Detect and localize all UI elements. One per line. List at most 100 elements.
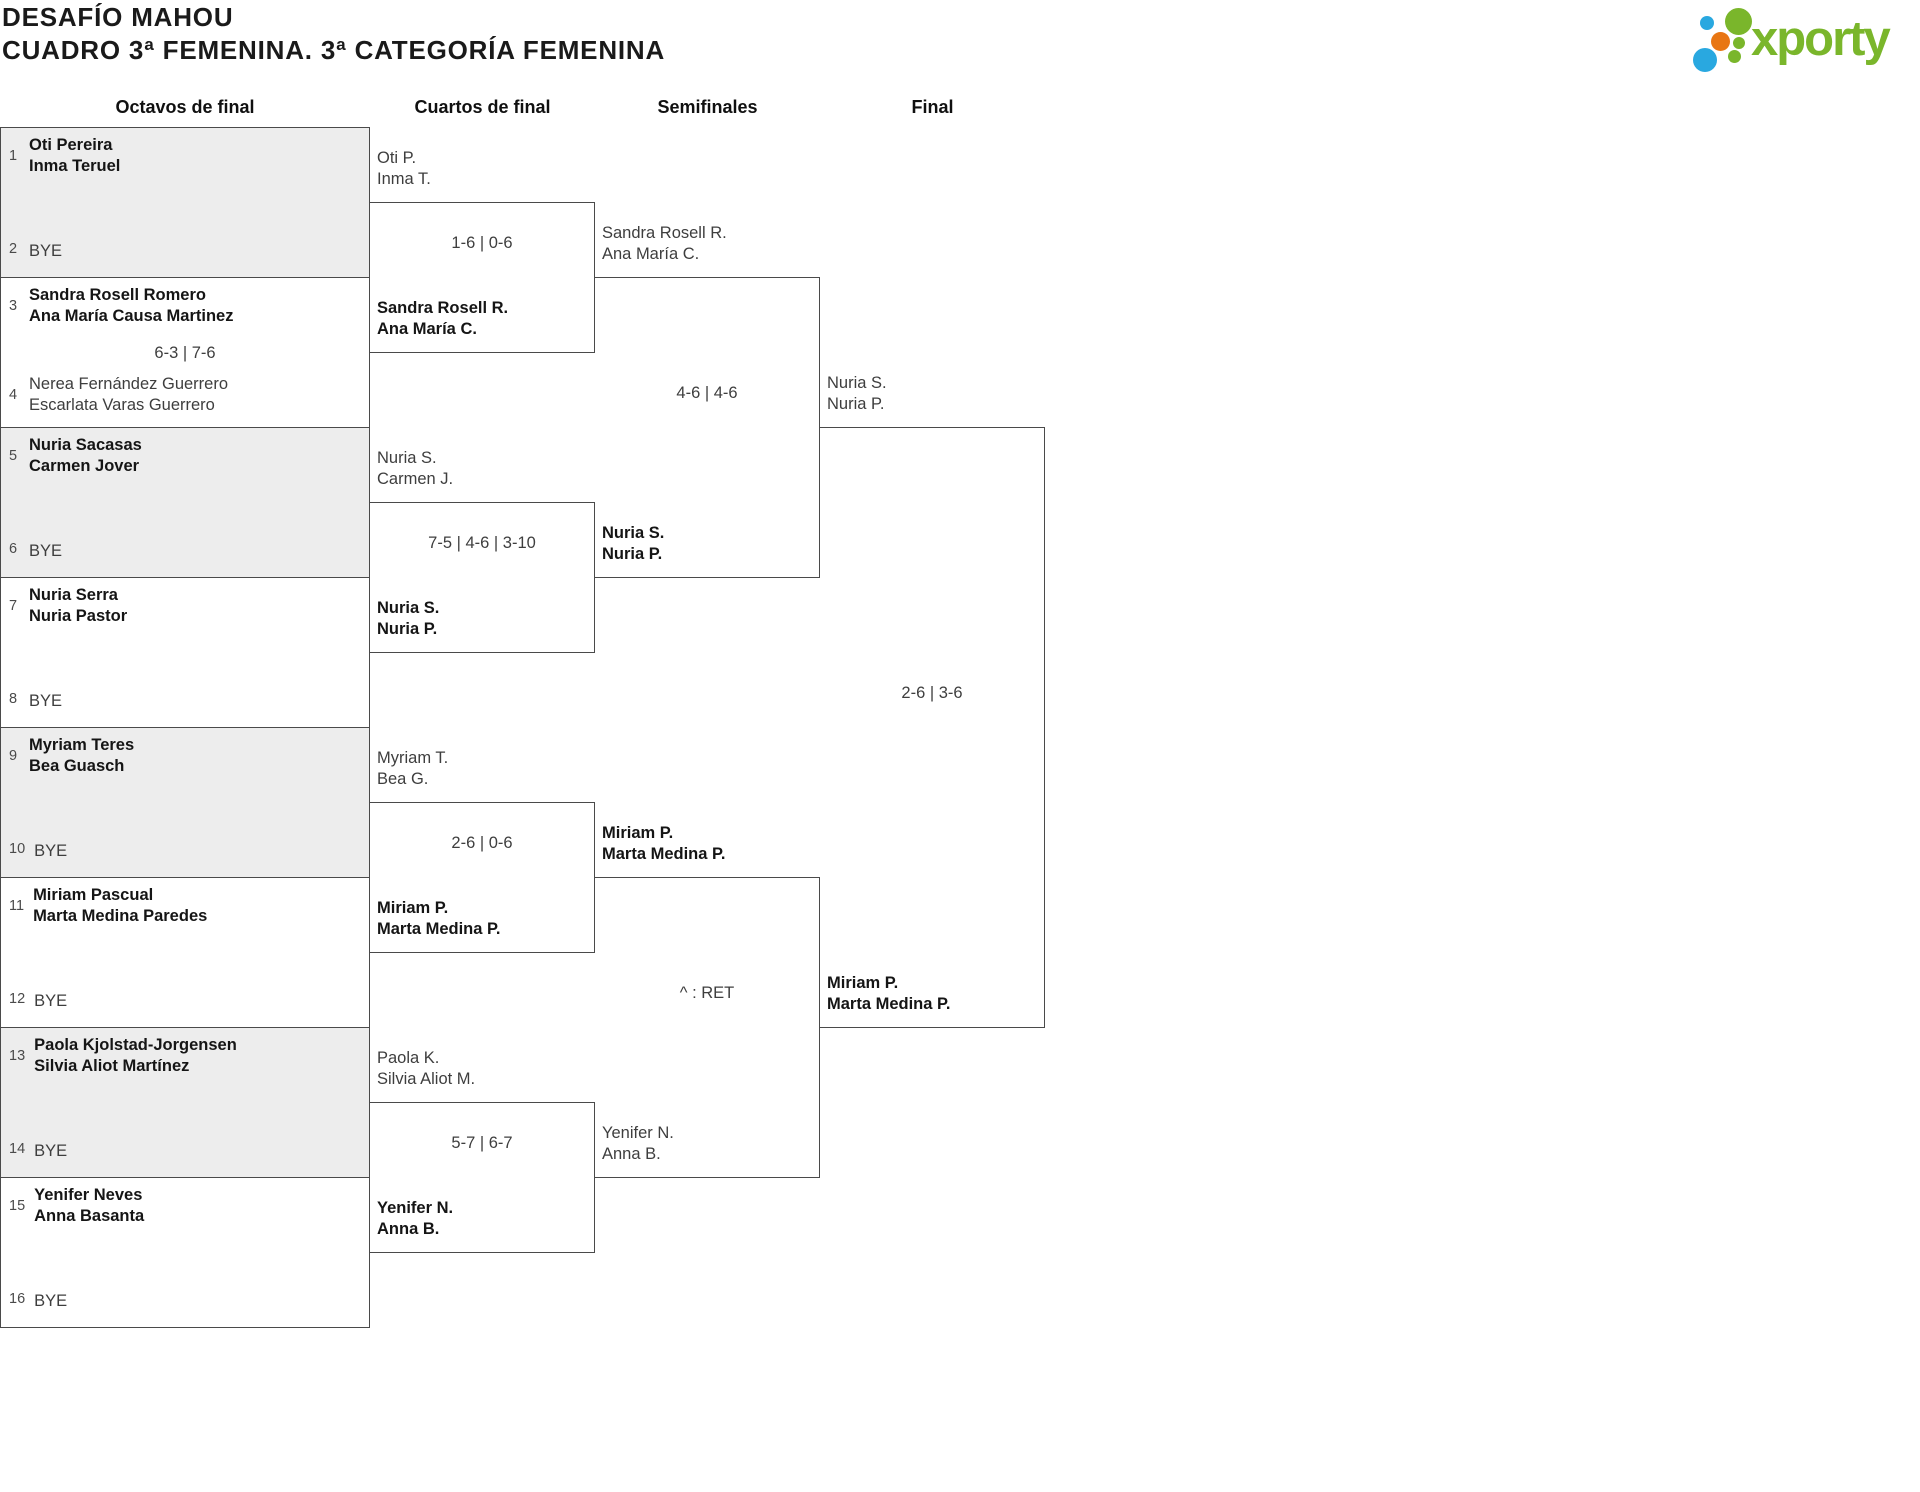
bye-label: BYE bbox=[29, 691, 62, 712]
team-name-line: Oti P. bbox=[377, 149, 417, 167]
team-names: Myriam T.Bea G. bbox=[377, 748, 448, 790]
team-name-line: BYE bbox=[34, 992, 68, 1010]
team-name-line: Marta Medina P. bbox=[602, 845, 726, 863]
team-name-line: Escarlata Varas Guerrero bbox=[29, 396, 215, 414]
team-names: Nuria S.Nuria P. bbox=[377, 598, 439, 640]
seed-number: 4 bbox=[9, 387, 18, 403]
bye-label: BYE bbox=[29, 241, 62, 262]
team-name-line: BYE bbox=[29, 692, 63, 710]
seed-number: 3 bbox=[9, 298, 18, 314]
logo-dot-orange bbox=[1711, 32, 1730, 51]
semifinal-match-2-score: ^ : RET bbox=[679, 983, 735, 1002]
team-name-line: Sandra Rosell R. bbox=[377, 299, 509, 317]
bye-label: BYE bbox=[34, 841, 67, 862]
round-header-1: Octavos de final bbox=[115, 97, 255, 117]
team-names: Miriam P.Marta Medina P. bbox=[377, 898, 500, 940]
team-name-line: BYE bbox=[29, 242, 63, 260]
semifinal-match-1-score: 4-6 | 4-6 bbox=[676, 383, 738, 402]
cuartos-match-3-score: 2-6 | 0-6 bbox=[451, 833, 513, 852]
round-header-4: Final bbox=[911, 97, 954, 117]
bye-label: BYE bbox=[29, 541, 62, 562]
seed-number: 16 bbox=[9, 1291, 26, 1307]
team-name-line: Myriam T. bbox=[377, 749, 449, 767]
team-name-line: BYE bbox=[29, 542, 63, 560]
logo-dot-green-large bbox=[1725, 8, 1752, 35]
team-name-line: BYE bbox=[34, 1292, 68, 1310]
team-name-line: Sandra Rosell R. bbox=[602, 224, 727, 242]
team-name-line: Nuria Pastor bbox=[29, 607, 128, 625]
page-title: DESAFÍO MAHOU CUADRO 3ª FEMENINA. 3ª CAT… bbox=[2, 1, 665, 67]
match-score: 6-3 | 7-6 bbox=[154, 343, 216, 362]
seed-number: 8 bbox=[9, 691, 18, 707]
round-header-2: Cuartos de final bbox=[414, 97, 551, 117]
team-names: Miriam P. Marta Medina P. bbox=[602, 823, 725, 865]
team-name-line: Yenifer N. bbox=[602, 1124, 674, 1142]
team-name-line: Nuria S. bbox=[827, 374, 887, 392]
team-names: Nuria S. Nuria P. bbox=[827, 373, 887, 415]
team-name-line: Ana María C. bbox=[602, 245, 700, 263]
team-name-line: Sandra Rosell Romero bbox=[29, 286, 206, 304]
cuartos-match-2-score: 7-5 | 4-6 | 3-10 bbox=[428, 533, 536, 552]
team-name-line: Nuria S. bbox=[377, 599, 440, 617]
team-name-line: Anna B. bbox=[602, 1145, 661, 1163]
team-names: Yenifer N. Anna B. bbox=[602, 1123, 674, 1165]
team-name-line: Nuria S. bbox=[377, 449, 437, 467]
team-name-line: Oti Pereira bbox=[29, 136, 113, 154]
team-name-line: Yenifer Neves bbox=[34, 1186, 143, 1204]
final-match-top-team: Nuria S. Nuria P. bbox=[827, 373, 887, 415]
final-match-score: 2-6 | 3-6 bbox=[901, 683, 963, 702]
team-slot-16: 16 BYE bbox=[9, 1291, 363, 1312]
semifinal-match-1-top-team: Sandra Rosell R. Ana María C. bbox=[602, 223, 727, 265]
team-name-line: Marta Medina P. bbox=[377, 920, 501, 938]
logo-dot-blue-large bbox=[1693, 48, 1717, 72]
team-name-line: Paola Kjolstad-Jorgensen bbox=[34, 1036, 237, 1054]
team-name-line: Paola K. bbox=[377, 1049, 440, 1067]
cuartos-match-1-top-team: Oti P. Inma T. bbox=[377, 148, 431, 190]
round-header-3: Semifinales bbox=[657, 97, 758, 117]
seed-number: 2 bbox=[9, 241, 18, 257]
team-name-line: BYE bbox=[34, 842, 68, 860]
team-name-line: Nuria P. bbox=[827, 395, 885, 413]
xporty-logo[interactable]: xporty bbox=[1688, 0, 1920, 78]
team-name-line: Miriam P. bbox=[602, 824, 674, 842]
seed-number: 9 bbox=[9, 748, 18, 764]
team-name-line: BYE bbox=[34, 1142, 68, 1160]
semifinal-match-2-bottom-team: Yenifer N. Anna B. bbox=[602, 1123, 674, 1165]
team-name-line: Ana María C. bbox=[377, 320, 477, 338]
semifinal-match-1-bottom-team: Nuria S.Nuria P. bbox=[602, 523, 664, 565]
cuartos-match-1-score: 1-6 | 0-6 bbox=[451, 233, 513, 252]
team-name-line: Nerea Fernández Guerrero bbox=[29, 375, 229, 393]
cuartos-match-4-bottom-team: Yenifer N.Anna B. bbox=[377, 1198, 453, 1240]
seed-number: 5 bbox=[9, 448, 18, 464]
team-name-line: Marta Medina P. bbox=[827, 995, 951, 1013]
team-name-line: Anna B. bbox=[377, 1220, 440, 1238]
cuartos-match-2-top-team: Nuria S.Carmen J. bbox=[377, 448, 453, 490]
semifinal-match-2-top-team: Miriam P. Marta Medina P. bbox=[602, 823, 725, 865]
team-names: Miriam P.Marta Medina P. bbox=[827, 973, 950, 1015]
team-name-line: Inma T. bbox=[377, 170, 431, 188]
seed-number: 13 bbox=[9, 1048, 26, 1064]
final-match-bottom-team: Miriam P.Marta Medina P. bbox=[827, 973, 950, 1015]
cuartos-match-2-bottom-team: Nuria S.Nuria P. bbox=[377, 598, 439, 640]
team-names: Paola K.Silvia Aliot M. bbox=[377, 1048, 475, 1090]
